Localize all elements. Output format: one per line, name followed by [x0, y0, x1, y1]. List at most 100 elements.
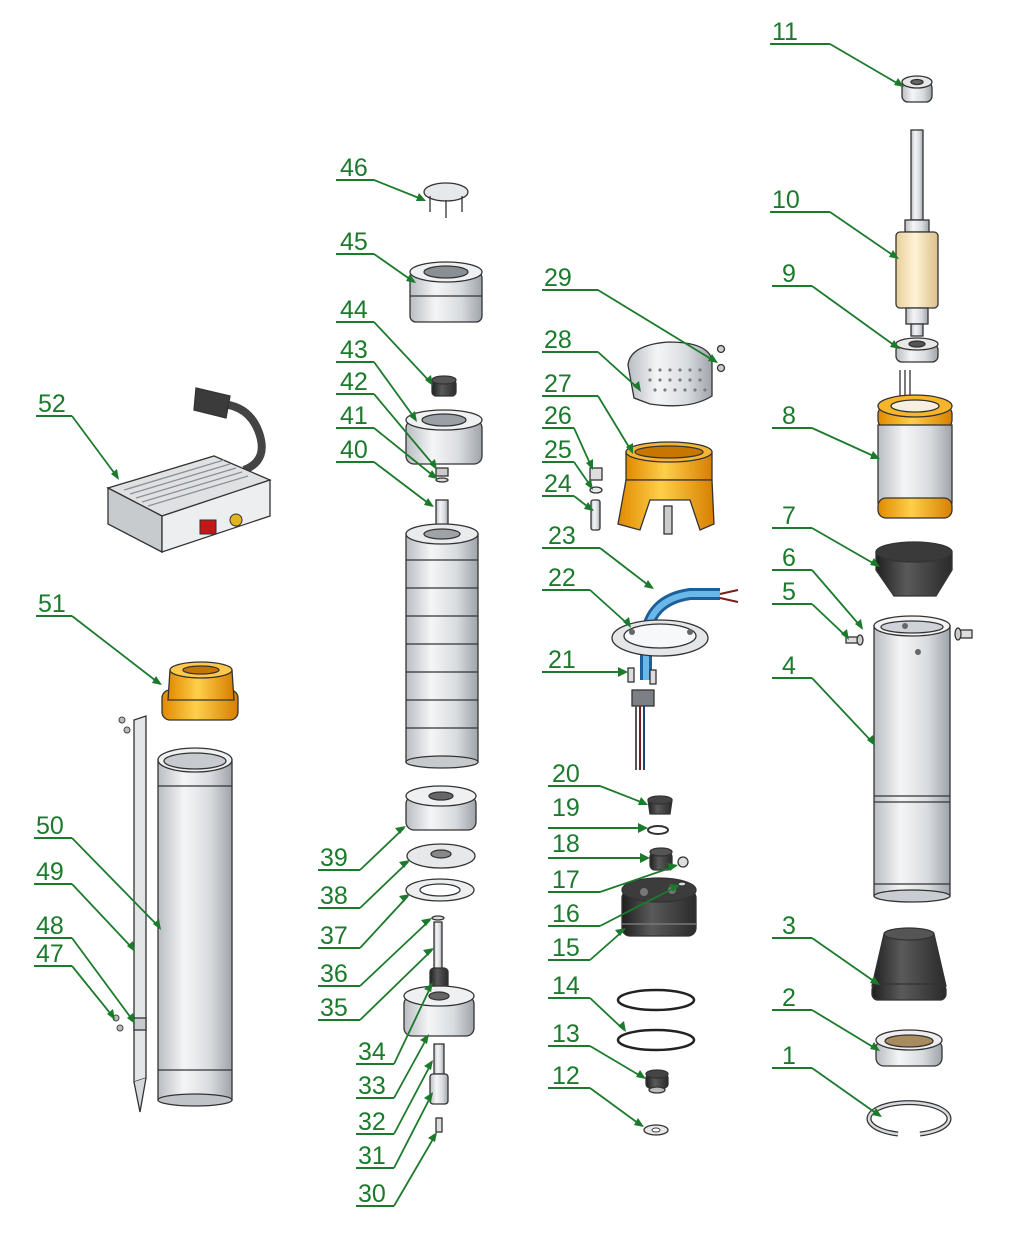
svg-text:29: 29 [544, 264, 572, 292]
svg-text:36: 36 [320, 960, 348, 988]
callout-45: 45 [336, 228, 416, 283]
svg-text:20: 20 [552, 760, 580, 788]
part-18-block [649, 847, 673, 871]
svg-text:32: 32 [358, 1108, 386, 1136]
svg-text:50: 50 [36, 812, 64, 840]
callout-21: 21 [542, 646, 628, 677]
callout-8: 8 [772, 402, 880, 459]
svg-text:14: 14 [552, 972, 580, 1000]
svg-text:13: 13 [552, 1020, 580, 1048]
svg-text:47: 47 [36, 940, 64, 968]
svg-text:49: 49 [36, 858, 64, 886]
part-29-screws [716, 344, 726, 373]
callout-5: 5 [772, 578, 849, 640]
callout-35: 35 [318, 948, 434, 1022]
callout-25: 25 [542, 436, 593, 490]
callout-41: 41 [336, 402, 438, 479]
svg-text:38: 38 [320, 882, 348, 910]
svg-text:35: 35 [320, 994, 348, 1022]
callouts: 11 10 9 8 7 6 [34, 18, 904, 1208]
callout-27: 27 [542, 370, 633, 454]
part-20-cap [647, 795, 673, 815]
part-14-orings [616, 988, 696, 1052]
callout-36: 36 [318, 918, 432, 988]
part-43-diffuser [405, 409, 483, 465]
callout-46: 46 [336, 154, 426, 201]
callout-47: 47 [34, 940, 115, 1020]
part-1-circlip [866, 1100, 952, 1137]
svg-text:9: 9 [782, 260, 796, 288]
svg-text:42: 42 [340, 368, 368, 396]
callout-6: 6 [772, 544, 863, 630]
callout-23: 23 [542, 522, 654, 589]
callout-43: 43 [336, 336, 417, 422]
part-9-bearing [895, 337, 939, 363]
part-7-cap [875, 541, 953, 597]
svg-text:39: 39 [320, 844, 348, 872]
svg-text:45: 45 [340, 228, 368, 256]
svg-text:19: 19 [552, 794, 580, 822]
part-4-motor-housing [873, 615, 951, 903]
callout-42: 42 [336, 368, 437, 470]
svg-text:5: 5 [782, 578, 796, 606]
svg-text:31: 31 [358, 1142, 386, 1170]
part-26-nut [589, 467, 603, 481]
callout-11: 11 [770, 18, 904, 87]
part-45-valve-housing [409, 261, 483, 323]
svg-text:1: 1 [782, 1042, 796, 1070]
callout-50: 50 [34, 812, 161, 930]
callout-49: 49 [34, 858, 135, 952]
callout-12: 12 [548, 1062, 644, 1127]
svg-text:34: 34 [358, 1038, 386, 1066]
svg-text:37: 37 [320, 922, 348, 950]
callout-44: 44 [336, 296, 433, 386]
part-39-diffuser [405, 785, 477, 831]
callout-22: 22 [542, 564, 631, 628]
svg-text:40: 40 [340, 436, 368, 464]
part-27-bracket [617, 441, 715, 535]
callout-16: 16 [548, 884, 680, 928]
part-19-oring [647, 825, 669, 835]
part-33-suction-housing [403, 985, 475, 1037]
part-48-clip [133, 1017, 147, 1031]
callout-40: 40 [336, 436, 434, 507]
callout-24: 24 [542, 470, 594, 511]
part-41-washer [435, 477, 449, 483]
svg-text:41: 41 [340, 402, 368, 430]
part-15-housing [621, 877, 697, 937]
callout-20: 20 [548, 760, 648, 805]
callout-9: 9 [772, 260, 900, 349]
callout-4: 4 [772, 652, 875, 746]
part-17-screw [677, 856, 689, 868]
part-49-cable-guard [118, 715, 147, 1113]
part-36-ring [431, 915, 445, 921]
callout-32: 32 [356, 1060, 433, 1136]
part-10-rotor [895, 129, 939, 337]
callout-48: 48 [34, 912, 135, 1024]
svg-text:27: 27 [544, 370, 572, 398]
svg-text:8: 8 [782, 402, 796, 430]
svg-text:44: 44 [340, 296, 368, 324]
callout-28: 28 [542, 326, 641, 392]
part-38-impeller [406, 843, 476, 869]
svg-text:21: 21 [548, 646, 576, 674]
callout-26: 26 [542, 402, 593, 470]
callout-37: 37 [318, 894, 410, 950]
part-40-pump-stack [405, 499, 479, 769]
svg-text:10: 10 [772, 186, 800, 214]
callout-3: 3 [772, 912, 880, 985]
svg-text:26: 26 [544, 402, 572, 430]
svg-text:17: 17 [552, 866, 580, 894]
callout-17: 17 [548, 863, 678, 894]
callout-19: 19 [548, 794, 648, 833]
callout-15: 15 [548, 928, 626, 962]
callout-2: 2 [772, 984, 880, 1051]
svg-text:2: 2 [782, 984, 796, 1012]
svg-text:48: 48 [36, 912, 64, 940]
part-8-stator [877, 370, 953, 519]
svg-text:28: 28 [544, 326, 572, 354]
svg-text:3: 3 [782, 912, 796, 940]
callout-18: 18 [548, 830, 650, 863]
svg-text:4: 4 [782, 652, 796, 680]
